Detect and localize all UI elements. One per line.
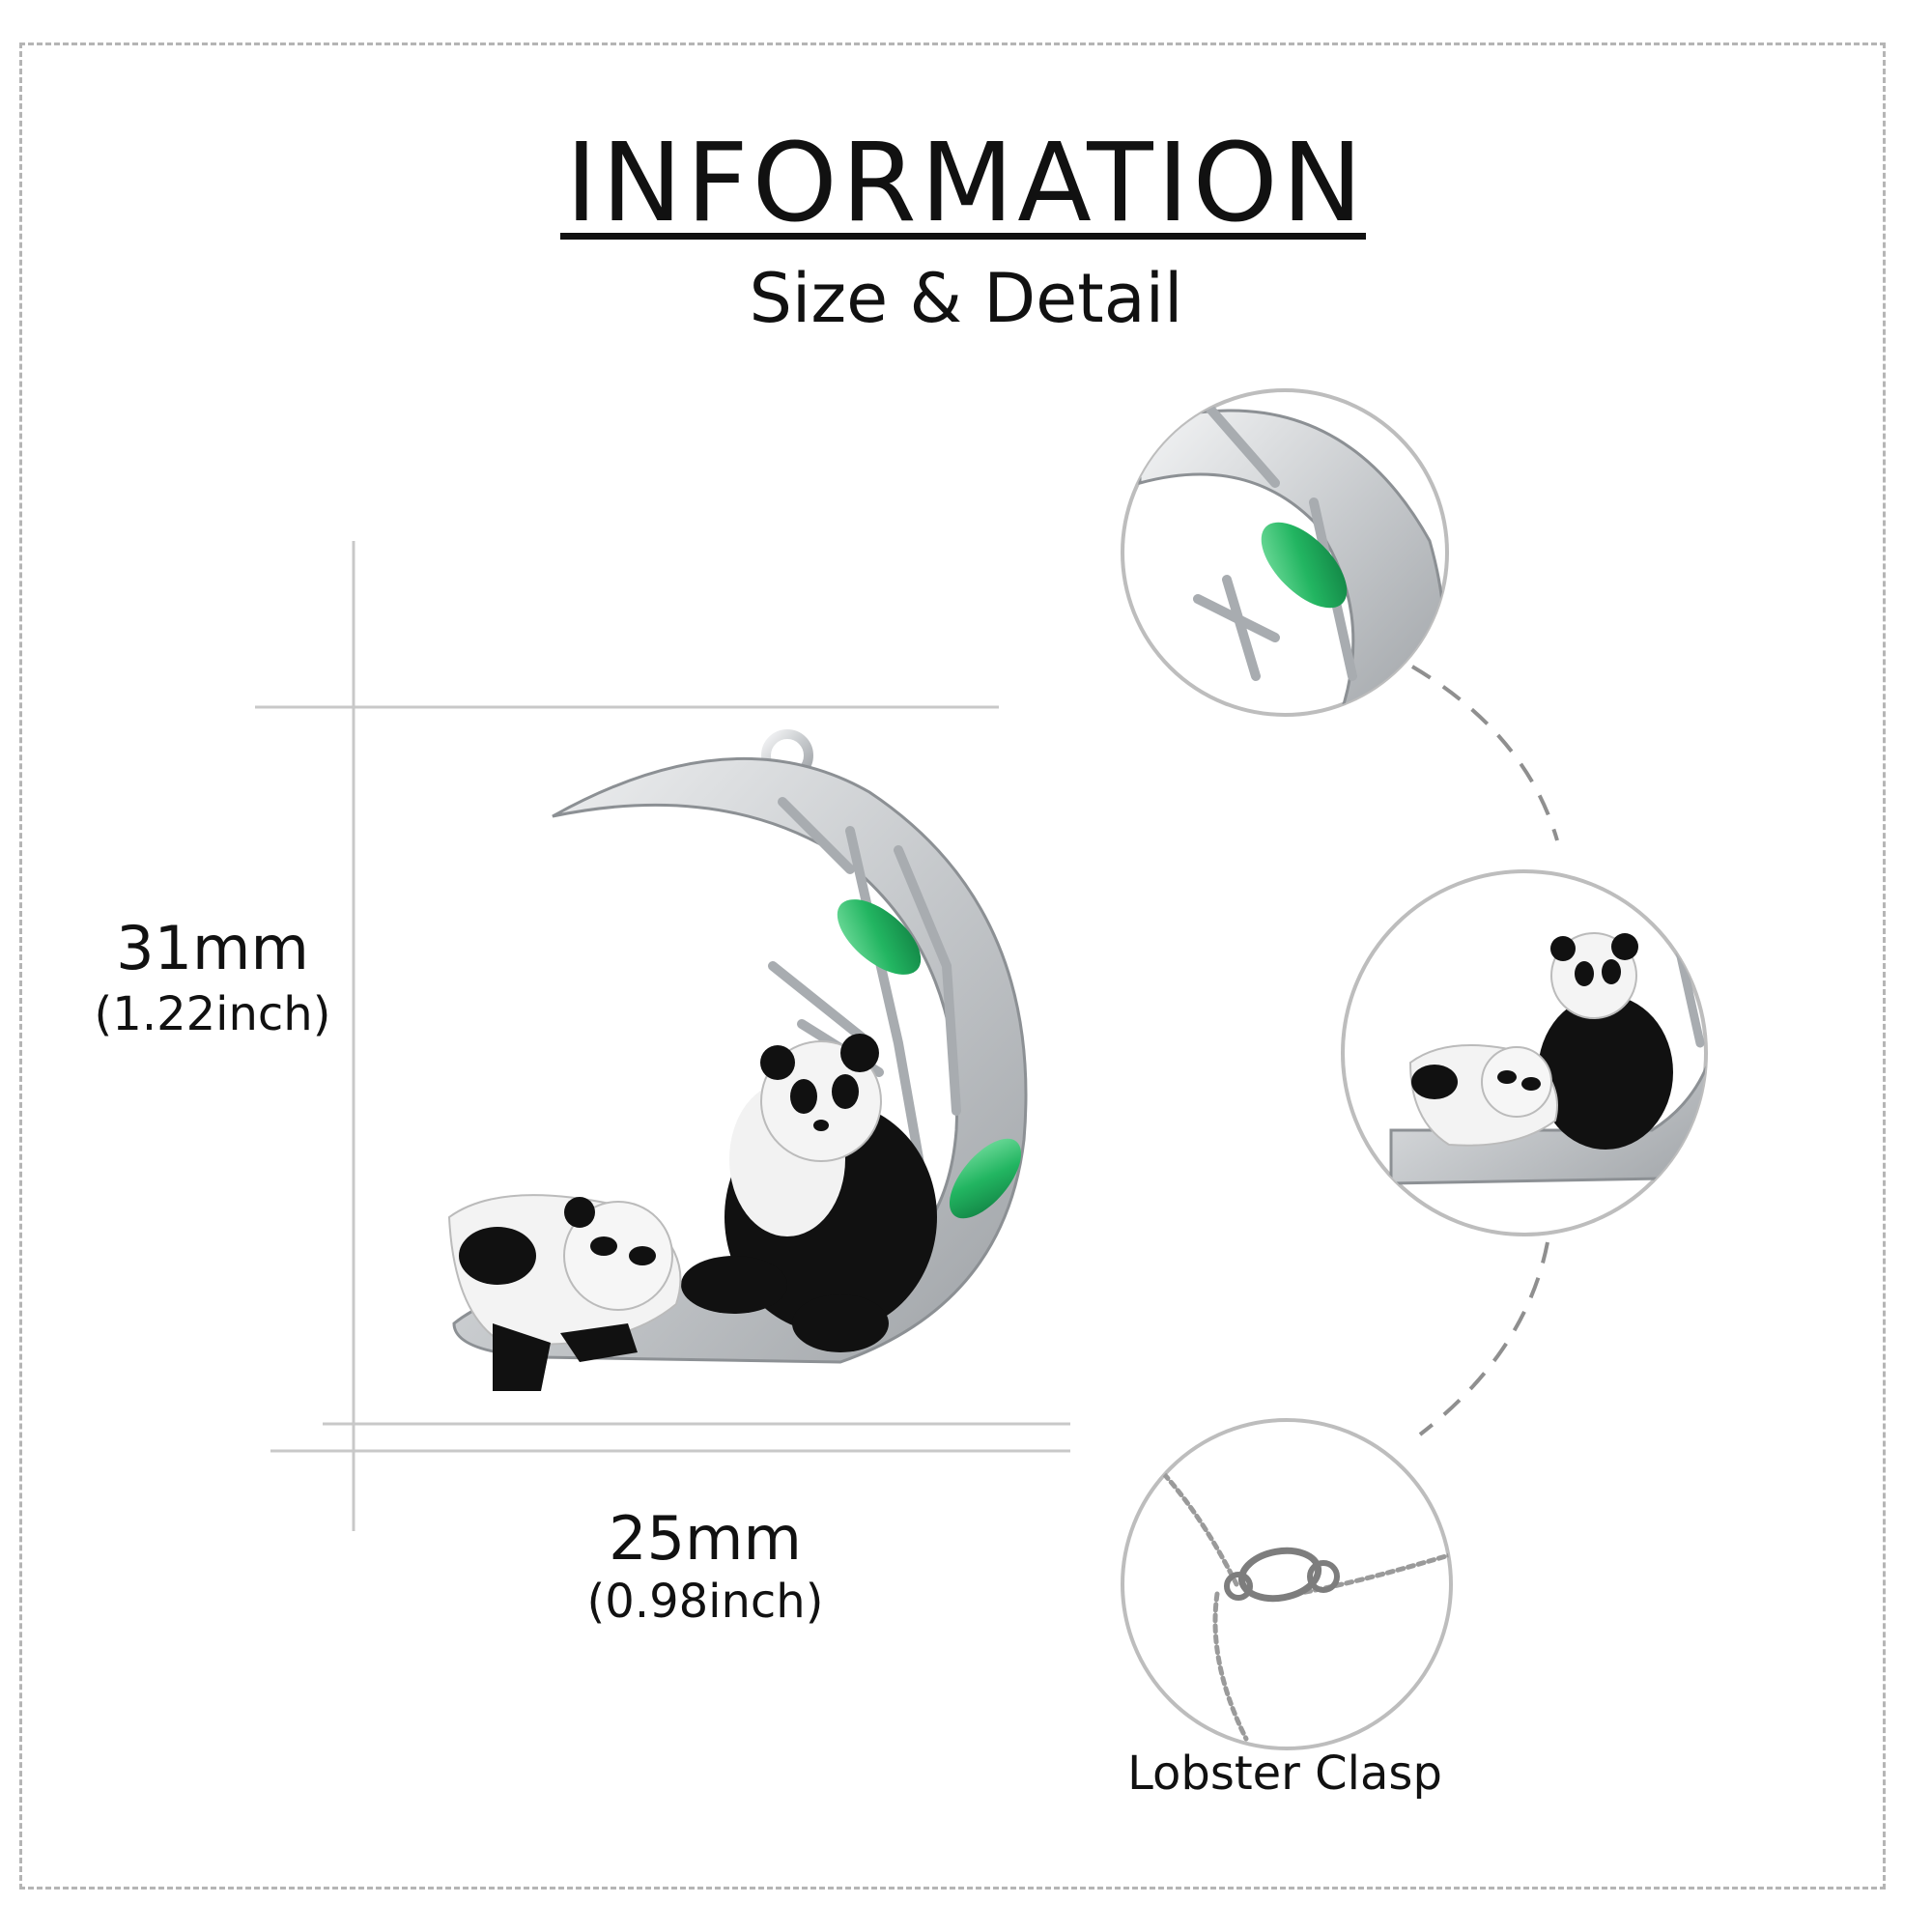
width-inch-label: (0.98inch) <box>586 1575 824 1629</box>
page-subtitle: Size & Detail <box>749 259 1183 338</box>
detail-bamboo-gem <box>1121 388 1449 717</box>
lobster-clasp-caption: Lobster Clasp <box>1127 1747 1442 1801</box>
height-mm-label: 31mm <box>116 913 309 983</box>
green-gem-upper <box>837 899 922 975</box>
dashed-frame <box>19 43 1886 1889</box>
connector-bottom <box>1418 1241 1549 1436</box>
measurement-guides <box>255 541 1070 1531</box>
pendant-main <box>447 729 1028 1391</box>
detail-lobster-clasp <box>1121 1418 1453 1750</box>
panda-sleeping <box>447 1194 682 1391</box>
width-mm-label: 25mm <box>609 1503 802 1574</box>
detail-pandas <box>1341 869 1708 1236</box>
green-gem-lower <box>949 1138 1022 1219</box>
detail-connectors <box>1410 665 1559 1436</box>
page-title: INFORMATION <box>565 121 1367 246</box>
panda-sitting <box>681 1034 937 1352</box>
height-inch-label: (1.22inch) <box>94 987 331 1041</box>
title-underline <box>560 233 1366 240</box>
connector-top <box>1410 665 1559 841</box>
